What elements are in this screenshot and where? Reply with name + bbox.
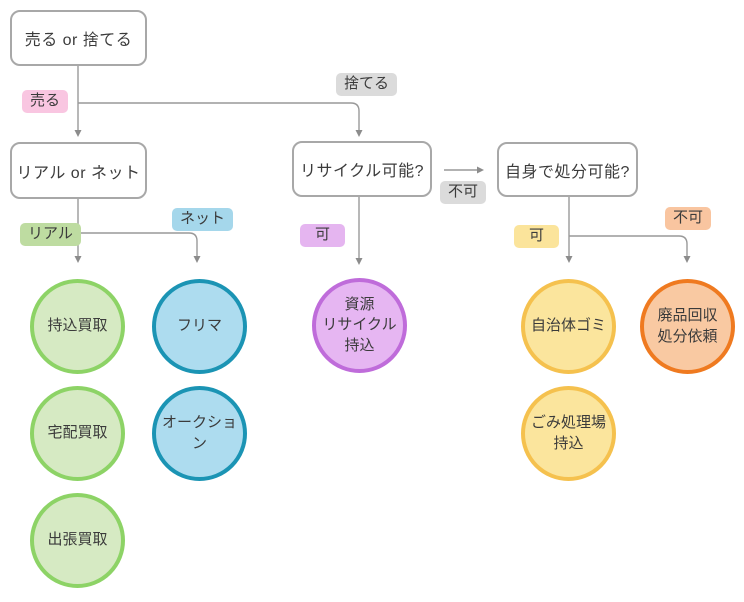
edge-recycle-ng-arrowhead <box>477 166 484 174</box>
edge-net-arrowhead <box>193 256 201 263</box>
leaf-auction: オークション <box>152 386 247 481</box>
edge-label-sell: 売る <box>22 90 69 113</box>
leaf-waste-collection-request: 廃品回収 処分依頼 <box>640 279 735 374</box>
leaf-flea-market: フリマ <box>152 279 247 374</box>
edge-self-ok-arrowhead <box>565 256 573 263</box>
edge-label-net: ネット <box>172 208 234 231</box>
edge-self-ng-arrowhead <box>683 256 691 263</box>
node-recyclable: リサイクル可能? <box>292 141 432 197</box>
edge-label-self-ng: 不可 <box>665 207 712 230</box>
edge-discard-arrowhead <box>355 130 363 137</box>
edge-label-self-ok: 可 <box>514 225 560 248</box>
edge-net-line <box>78 232 198 256</box>
edge-label-discard: 捨てる <box>336 73 398 96</box>
leaf-bring-in-purchase: 持込買取 <box>30 279 125 374</box>
edge-sell-arrowhead <box>74 130 82 137</box>
leaf-recycle-center: 資源 リサイクル 持込 <box>312 278 407 373</box>
edge-label-recycle-ng: 不可 <box>440 181 487 204</box>
leaf-garbage-plant-bring-in: ごみ処理場 持込 <box>521 386 616 481</box>
edge-discard-line <box>78 102 360 130</box>
leaf-visit-purchase: 出張買取 <box>30 493 125 588</box>
leaf-delivery-purchase: 宅配買取 <box>30 386 125 481</box>
edge-label-recycle-ok: 可 <box>300 224 346 247</box>
node-real-or-net: リアル or ネット <box>10 142 147 199</box>
leaf-municipal-garbage: 自治体ゴミ <box>521 279 616 374</box>
edge-label-real: リアル <box>20 223 81 246</box>
edge-recycle-ok-arrowhead <box>355 258 363 265</box>
node-sell-or-discard: 売る or 捨てる <box>10 10 147 66</box>
edge-self-ng-line <box>569 235 688 256</box>
edge-real-arrowhead <box>74 256 82 263</box>
node-self-disposal: 自身で処分可能? <box>497 142 638 197</box>
